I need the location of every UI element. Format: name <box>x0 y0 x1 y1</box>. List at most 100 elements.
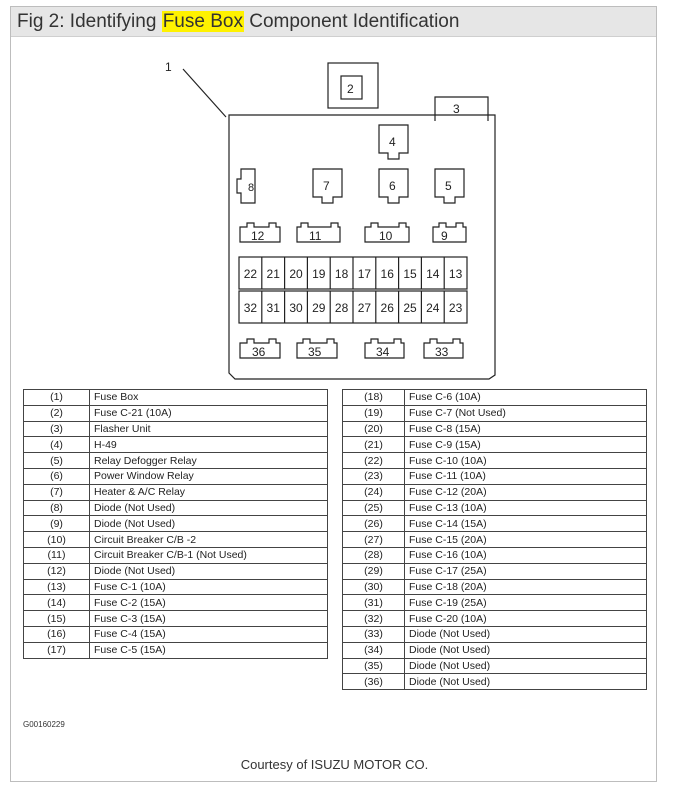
figure-frame: Fig 2: Identifying Fuse Box Component Id… <box>10 6 657 782</box>
legend-description: Fuse C-21 (10A) <box>89 404 328 422</box>
legend-row: (30)Fuse C-18 (20A) <box>342 578 647 596</box>
legend-description: Fuse C-9 (15A) <box>404 436 647 454</box>
legend-row: (27)Fuse C-15 (20A) <box>342 531 647 548</box>
legend-row: (25)Fuse C-13 (10A) <box>342 499 647 517</box>
component-10-shape <box>364 222 410 243</box>
fuse-box-diagram: 1 2 3 4 7 6 5 8 12 11 10 9 <box>165 60 496 380</box>
component-12-shape <box>239 222 281 243</box>
legend-description: Diode (Not Used) <box>404 641 647 659</box>
legend-row: (29)Fuse C-17 (25A) <box>342 562 647 580</box>
legend-number: (26) <box>342 515 405 533</box>
legend-row: (2)Fuse C-21 (10A) <box>23 404 328 422</box>
component-3-shape <box>434 96 489 121</box>
legend-description: Diode (Not Used) <box>89 499 328 517</box>
legend-row: (20)Fuse C-8 (15A) <box>342 420 647 438</box>
legend-number: (5) <box>23 452 90 469</box>
figure-title: Fig 2: Identifying Fuse Box Component Id… <box>17 11 459 33</box>
component-2-label: 2 <box>347 82 354 96</box>
component-33-label: 33 <box>435 345 449 359</box>
legend-number: (11) <box>23 546 90 564</box>
legend-number: (31) <box>342 594 405 612</box>
component-8-label: 8 <box>248 182 254 194</box>
component-11-label: 11 <box>309 229 322 243</box>
legend-number: (12) <box>23 562 90 580</box>
legend-number: (10) <box>23 531 90 548</box>
legend-number: (3) <box>23 420 90 438</box>
component-33-shape <box>423 338 464 359</box>
legend-number: (36) <box>342 673 405 691</box>
legend-number: (20) <box>342 420 405 438</box>
legend-row: (32)Fuse C-20 (10A) <box>342 610 647 627</box>
legend-description: Fuse C-3 (15A) <box>89 610 328 627</box>
legend-number: (18) <box>342 389 405 406</box>
legend-row: (22)Fuse C-10 (10A) <box>342 452 647 469</box>
legend-description: Fuse C-16 (10A) <box>404 546 647 564</box>
legend-row: (26)Fuse C-14 (15A) <box>342 515 647 533</box>
legend-row: (3)Flasher Unit <box>23 420 328 438</box>
component-35-label: 35 <box>308 345 322 359</box>
figure-code: G00160229 <box>23 720 65 729</box>
fuse-cell-label: 23 <box>449 301 463 315</box>
component-4-shape <box>378 124 409 160</box>
legend-number: (17) <box>23 641 90 659</box>
legend-row: (11)Circuit Breaker C/B-1 (Not Used) <box>23 546 328 564</box>
fuse-cell-label: 28 <box>335 301 349 315</box>
legend-description: Diode (Not Used) <box>404 625 647 643</box>
legend-description: Fuse Box <box>89 389 328 406</box>
legend-row: (6)Power Window Relay <box>23 467 328 485</box>
fuse-cell-label: 27 <box>358 301 372 315</box>
legend-number: (2) <box>23 404 90 422</box>
legend-description: Fuse C-6 (10A) <box>404 389 647 406</box>
component-2-outer <box>327 62 379 109</box>
callout-1-label: 1 <box>165 60 172 74</box>
component-5-shape <box>434 168 465 204</box>
legend-description: Fuse C-18 (20A) <box>404 578 647 596</box>
fuse-cell-label: 15 <box>403 267 417 281</box>
legend-description: Fuse C-1 (10A) <box>89 578 328 596</box>
fuse-cell-label: 32 <box>244 301 258 315</box>
legend-row: (16)Fuse C-4 (15A) <box>23 625 328 643</box>
legend-description: Fuse C-19 (25A) <box>404 594 647 612</box>
legend-number: (21) <box>342 436 405 454</box>
legend-row: (8)Diode (Not Used) <box>23 499 328 517</box>
legend-description: Fuse C-7 (Not Used) <box>404 404 647 422</box>
component-11-shape <box>296 222 341 243</box>
legend-row: (9)Diode (Not Used) <box>23 515 328 533</box>
legend-number: (9) <box>23 515 90 533</box>
legend-description: H-49 <box>89 436 328 454</box>
fuse-cell-label: 22 <box>244 267 258 281</box>
legend-description: Diode (Not Used) <box>89 515 328 533</box>
fuse-cell-label: 21 <box>267 267 281 281</box>
legend-row: (21)Fuse C-9 (15A) <box>342 436 647 454</box>
title-highlight: Fuse Box <box>161 11 244 32</box>
fuse-cell-label: 14 <box>426 267 440 281</box>
legend-description: Fuse C-14 (15A) <box>404 515 647 533</box>
component-6-label: 6 <box>389 179 396 193</box>
legend-row: (13)Fuse C-1 (10A) <box>23 578 328 596</box>
legend-number: (27) <box>342 531 405 548</box>
legend-number: (30) <box>342 578 405 596</box>
legend-number: (33) <box>342 625 405 643</box>
legend-number: (13) <box>23 578 90 596</box>
legend-number: (24) <box>342 483 405 501</box>
legend-number: (14) <box>23 594 90 612</box>
legend-row: (14)Fuse C-2 (15A) <box>23 594 328 612</box>
legend-description: Fuse C-17 (25A) <box>404 562 647 580</box>
legend-row: (12)Diode (Not Used) <box>23 562 328 580</box>
component-7-label: 7 <box>323 179 330 193</box>
title-bar: Fig 2: Identifying Fuse Box Component Id… <box>11 7 656 37</box>
legend-number: (25) <box>342 499 405 517</box>
component-4-label: 4 <box>389 135 396 149</box>
fuse-cell-label: 19 <box>312 267 326 281</box>
legend-description: Fuse C-11 (10A) <box>404 467 647 485</box>
component-3-label: 3 <box>453 102 460 116</box>
fuse-cell-label: 26 <box>381 301 395 315</box>
legend-number: (1) <box>23 389 90 406</box>
legend-number: (4) <box>23 436 90 454</box>
legend-row: (23)Fuse C-11 (10A) <box>342 467 647 485</box>
callout-1-leader <box>182 68 227 118</box>
component-36-label: 36 <box>252 345 266 359</box>
legend-row: (33)Diode (Not Used) <box>342 625 647 643</box>
legend-description: Fuse C-4 (15A) <box>89 625 328 643</box>
